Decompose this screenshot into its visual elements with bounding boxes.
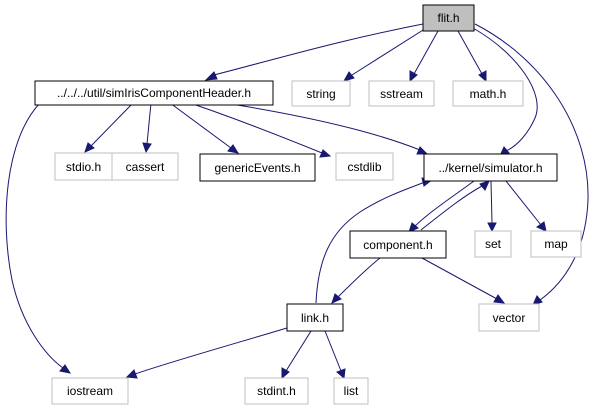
edge-component-to-vector-arrow [493, 294, 506, 304]
node-link-h-label: link.h [301, 311, 329, 325]
edge-simiris-to-cassert-arrow [142, 142, 152, 154]
node-stdio-h[interactable]: stdio.h [54, 152, 113, 181]
node-cassert[interactable]: cassert [111, 152, 179, 181]
edge-simiris-to-stdio-h [90, 102, 134, 147]
node-cassert-label: cassert [126, 160, 165, 174]
edge-simulator-to-set [490, 180, 493, 224]
node-stdio-h-label: stdio.h [66, 160, 101, 174]
node-flit-h-label: flit.h [437, 11, 459, 25]
node-layer: flit.h ../../../util/simIrisComponentHea… [34, 4, 582, 405]
edge-flit-to-simiris-header-arrow [204, 71, 218, 81]
edge-flit-to-string [351, 24, 432, 76]
edge-simulator-to-component-h [414, 180, 475, 227]
node-iostream-label: iostream [67, 384, 113, 398]
node-string-label: string [306, 87, 335, 101]
edge-link-to-list [324, 330, 342, 372]
edge-component-to-link-h-arrow [331, 293, 342, 304]
node-list[interactable]: list [333, 377, 369, 405]
edge-layer [5, 22, 589, 380]
node-simulator-h-label: ../kernel/simulator.h [438, 161, 542, 175]
edge-simiris-to-cstdlib [189, 102, 323, 154]
node-component-h-label: component.h [363, 238, 432, 252]
edge-flit-to-simulator-h [472, 27, 538, 152]
edge-simiris-to-stdio-h-arrow [84, 142, 95, 153]
edge-flit-to-simiris-header [213, 22, 429, 76]
edge-link-to-stdint-h [285, 330, 312, 372]
edge-flit-to-math-h-arrow [478, 70, 487, 83]
node-list-label: list [344, 384, 359, 398]
edge-simulator-to-set-arrow [487, 222, 497, 233]
edge-simiris-to-simulator-h-arrow [416, 146, 429, 155]
edge-simiris-to-generic-events-arrow [227, 144, 240, 154]
node-link-h[interactable]: link.h [286, 303, 344, 332]
node-flit-h[interactable]: flit.h [422, 4, 475, 32]
edge-simiris-to-iostream-arrow [59, 364, 72, 374]
edge-component-to-link-h [337, 257, 381, 298]
edge-flit-to-vector [474, 23, 589, 301]
node-set-label: set [485, 237, 502, 251]
edge-simiris-to-iostream [5, 102, 64, 369]
node-simulator-h[interactable]: ../kernel/simulator.h [423, 153, 558, 182]
node-math-h[interactable]: math.h [452, 80, 524, 107]
node-map-label: map [544, 237, 568, 251]
edge-flit-to-sstream [413, 30, 439, 75]
edge-simulator-to-map [505, 180, 542, 226]
edge-flit-to-math-h [457, 30, 483, 75]
node-vector-label: vector [493, 311, 526, 325]
node-sstream-label: sstream [380, 87, 423, 101]
edge-simulator-to-map-arrow [535, 221, 547, 232]
node-math-h-label: math.h [470, 87, 507, 101]
node-cstdlib-label: cstdlib [347, 160, 381, 174]
edge-simiris-to-cstdlib-arrow [319, 149, 332, 158]
edge-simiris-to-simulator-h [224, 102, 421, 151]
node-generic-events-h-label: genericEvents.h [214, 161, 300, 175]
edge-component-to-simulator-h-arrow [479, 180, 490, 191]
node-stdint-h[interactable]: stdint.h [244, 377, 309, 405]
node-cstdlib[interactable]: cstdlib [335, 152, 394, 181]
edge-link-to-simulator-h [315, 181, 426, 304]
node-set[interactable]: set [474, 230, 512, 258]
edge-flit-to-string-arrow [342, 71, 355, 82]
node-generic-events-h[interactable]: genericEvents.h [199, 153, 316, 182]
node-vector[interactable]: vector [478, 303, 540, 332]
node-map[interactable]: map [530, 230, 582, 258]
node-stdint-h-label: stdint.h [257, 384, 296, 398]
node-component-h[interactable]: component.h [349, 230, 447, 259]
edge-component-to-simulator-h [420, 185, 483, 231]
edge-simiris-to-generic-events [169, 102, 232, 149]
edge-simulator-to-component-h-arrow [408, 222, 419, 233]
node-string[interactable]: string [291, 80, 351, 107]
node-sstream[interactable]: sstream [368, 80, 435, 107]
node-simiris-component-header[interactable]: ../../../util/simIrisComponentHeader.h [34, 80, 274, 106]
edge-link-to-stdint-h-arrow [281, 367, 290, 380]
edge-flit-to-sstream-arrow [409, 70, 418, 83]
edge-link-to-list-arrow [336, 368, 346, 379]
edge-component-to-vector [421, 257, 498, 300]
edge-simiris-to-cassert [146, 102, 152, 145]
edge-link-to-iostream [134, 327, 288, 375]
node-simiris-component-header-label: ../../../util/simIrisComponentHeader.h [57, 86, 251, 100]
edge-link-to-iostream-arrow [125, 369, 138, 379]
node-iostream[interactable]: iostream [51, 377, 129, 405]
